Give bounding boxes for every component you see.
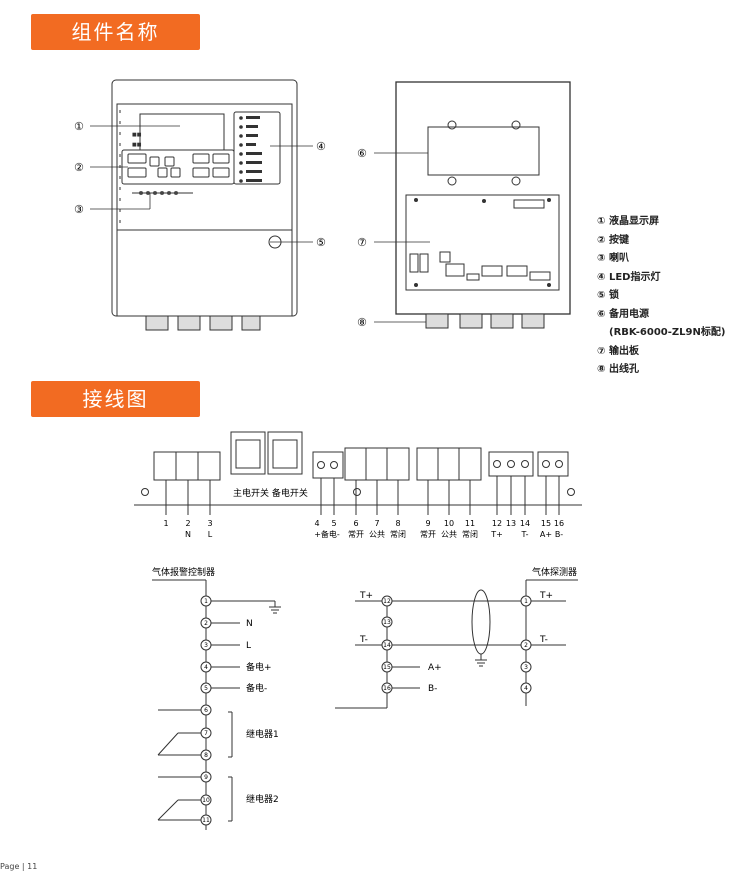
components-section-title: 组件名称: [31, 14, 200, 50]
label-l: L: [246, 641, 251, 651]
terminal-name: T-: [520, 530, 528, 539]
terminal-number: 9: [425, 519, 430, 528]
svg-text:1: 1: [204, 598, 208, 605]
terminal-name: 公共: [441, 530, 457, 539]
legend-item: ⑥ 备用电源: [597, 308, 649, 320]
terminal-name: 常闭: [462, 530, 478, 539]
switch-labels: 主电开关 备电开关: [233, 487, 308, 499]
svg-text:16: 16: [383, 685, 391, 692]
svg-text:8: 8: [204, 752, 208, 759]
terminal-number: 1: [163, 519, 168, 528]
label-relay-1: 继电器1: [246, 728, 279, 740]
svg-text:14: 14: [383, 642, 391, 649]
svg-text:7: 7: [204, 730, 208, 737]
legend-item: ③ 喇叭: [597, 253, 629, 264]
terminal-number: 2: [185, 519, 190, 528]
svg-text:12: 12: [383, 598, 391, 605]
terminal-number: 7: [374, 519, 379, 528]
svg-text:3: 3: [204, 642, 208, 649]
terminal-number: 12: [492, 519, 502, 528]
terminal-name: L: [208, 530, 213, 539]
legend-item: ② 按键: [597, 234, 629, 246]
svg-text:2: 2: [204, 620, 208, 627]
terminal-name: B-: [555, 530, 563, 539]
callout-5: ⑤: [316, 236, 326, 249]
callout-1: ①: [74, 120, 84, 133]
svg-text:■■: ■■: [132, 142, 142, 148]
callout-7: ⑦: [357, 236, 367, 249]
terminal-number: 14: [520, 519, 530, 528]
label-tplus-left: T+: [359, 591, 373, 601]
svg-text:9: 9: [204, 774, 208, 781]
device-front: ■■ ■■: [111, 79, 298, 331]
terminal-name: 常开: [420, 530, 436, 539]
terminal-number: 13: [506, 519, 516, 528]
svg-text:5: 5: [204, 685, 208, 692]
device-inside: [395, 81, 571, 329]
terminal-number: 10: [444, 519, 454, 528]
terminal-number: 3: [207, 519, 212, 528]
cable-glands-inside: [425, 313, 545, 329]
callout-8: ⑧: [357, 316, 367, 329]
label-tminus-right: T-: [539, 635, 548, 645]
svg-text:■■: ■■: [132, 132, 142, 138]
controller-title: 气体报警控制器: [152, 566, 215, 578]
callout-2: ②: [74, 161, 84, 174]
svg-text:11: 11: [202, 817, 210, 824]
svg-text:4: 4: [524, 685, 528, 692]
terminal-name: 常开: [348, 530, 364, 539]
svg-text:4: 4: [204, 664, 208, 671]
terminal-name: 公共: [369, 530, 385, 539]
svg-text:13: 13: [383, 619, 391, 626]
terminal-name: 常闭: [390, 530, 406, 539]
page-number: Page | 11: [0, 862, 38, 871]
legend-item: (RBK-6000-ZL9N标配): [609, 327, 726, 338]
controller-node-numbers: 1 2 3 4 5 6 7 8 9 10 11: [202, 598, 210, 824]
terminal-name: A+: [540, 530, 552, 539]
terminal-number: 8: [395, 519, 400, 528]
label-tminus-left: T-: [359, 635, 368, 645]
label-tplus-right: T+: [539, 591, 553, 601]
terminal-name: N: [185, 530, 191, 539]
legend-item: ⑤ 锁: [597, 290, 619, 301]
svg-text:6: 6: [204, 707, 208, 714]
controller-wiring: [152, 579, 281, 830]
svg-text:3: 3: [524, 664, 528, 671]
terminal-number: 5: [331, 519, 336, 528]
component-legend: ① 液晶显示屏 ② 按键 ③ 喇叭 ④ LED指示灯 ⑤ 锁 ⑥ 备用电源 (R…: [597, 213, 725, 380]
detector-title: 气体探测器: [532, 566, 577, 578]
terminal-names: N L +备电- 常开 公共 常闭 常开 公共 常闭 T+ T- A+ B-: [185, 529, 563, 539]
terminal-numbers: 1 2 3 4 5 6 7 8 9 10 11 12 13 14 15 16: [163, 519, 564, 528]
callout-4: ④: [316, 140, 326, 153]
label-a-plus: A+: [428, 663, 442, 673]
terminal-number: 15: [541, 519, 551, 528]
callout-3: ③: [74, 203, 84, 216]
label-b-minus: B-: [428, 684, 437, 694]
callout-6: ⑥: [357, 147, 367, 160]
cable-glands-front: [145, 315, 261, 331]
label-n: N: [246, 619, 253, 629]
terminal-number: 11: [465, 519, 475, 528]
legend-item: ⑧ 出线孔: [597, 364, 639, 375]
svg-text:15: 15: [383, 664, 391, 671]
terminal-name: T+: [490, 530, 503, 539]
terminal-block: [134, 431, 582, 515]
svg-text:10: 10: [202, 797, 210, 804]
terminal-number: 4: [314, 519, 319, 528]
wiring-section-title: 接线图: [31, 381, 200, 417]
terminal-number: 16: [554, 519, 564, 528]
label-backup-minus: 备电-: [246, 682, 267, 694]
label-relay-2: 继电器2: [246, 793, 279, 805]
legend-item: ④ LED指示灯: [597, 271, 661, 283]
label-backup-plus: 备电+: [246, 661, 272, 673]
terminal-name: +备电-: [314, 529, 340, 539]
legend-item: ① 液晶显示屏: [597, 216, 659, 227]
terminal-number: 6: [353, 519, 358, 528]
svg-text:2: 2: [524, 642, 528, 649]
legend-item: ⑦ 输出板: [597, 345, 639, 357]
svg-text:1: 1: [524, 598, 528, 605]
detector-wiring: [335, 579, 578, 709]
